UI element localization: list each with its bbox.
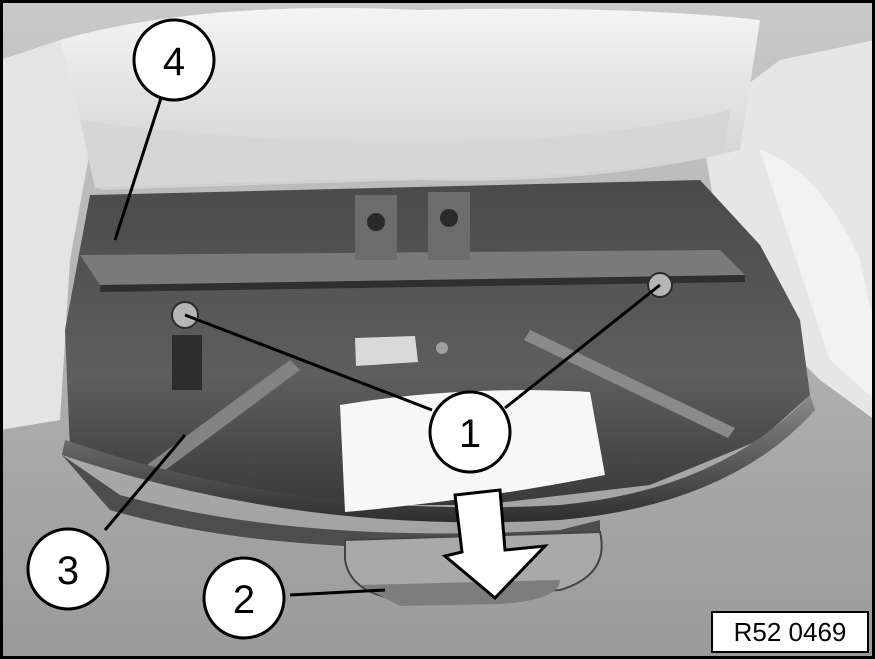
callout-4-label: 4 (163, 40, 185, 84)
pull-direction-arrow (441, 488, 549, 601)
center-rail-left-hole (367, 213, 385, 231)
center-rail-right-hole (440, 209, 458, 227)
center-bolt (436, 342, 448, 354)
left-diagonal-brace (140, 360, 300, 480)
right-diagonal-brace (524, 330, 735, 438)
tray-front-rim (62, 395, 815, 523)
callout-1: 1 (428, 390, 512, 474)
callout-3: 3 (26, 527, 110, 611)
callout-2-label: 2 (233, 578, 255, 622)
left-bolt-slot (172, 335, 202, 390)
tray-rim-underside (62, 455, 600, 548)
callout-2: 2 (202, 556, 286, 640)
leader-line-1a (184, 313, 433, 412)
leader-line-4 (113, 94, 164, 241)
reference-code: R52 0469 (711, 611, 869, 653)
leader-lines (103, 94, 661, 597)
center-slot (355, 336, 418, 366)
foam-edge (80, 110, 730, 188)
callout-3-label: 3 (57, 549, 79, 593)
callout-1-label: 1 (459, 412, 481, 456)
upper-cross-rail (80, 250, 745, 285)
callout-1-circle (428, 390, 512, 474)
callout-4-circle (132, 18, 216, 102)
right-bolster-highlight (760, 150, 875, 400)
callout-4: 4 (132, 18, 216, 102)
release-handle-lip (360, 580, 560, 606)
leader-line-2 (289, 588, 386, 597)
callout-2-circle (202, 556, 286, 640)
leader-line-1b (504, 283, 661, 410)
upper-cross-rail-shadow (100, 275, 745, 292)
left-bolster (0, 40, 90, 430)
callout-3-circle (26, 527, 110, 611)
leader-line-3 (103, 434, 187, 531)
